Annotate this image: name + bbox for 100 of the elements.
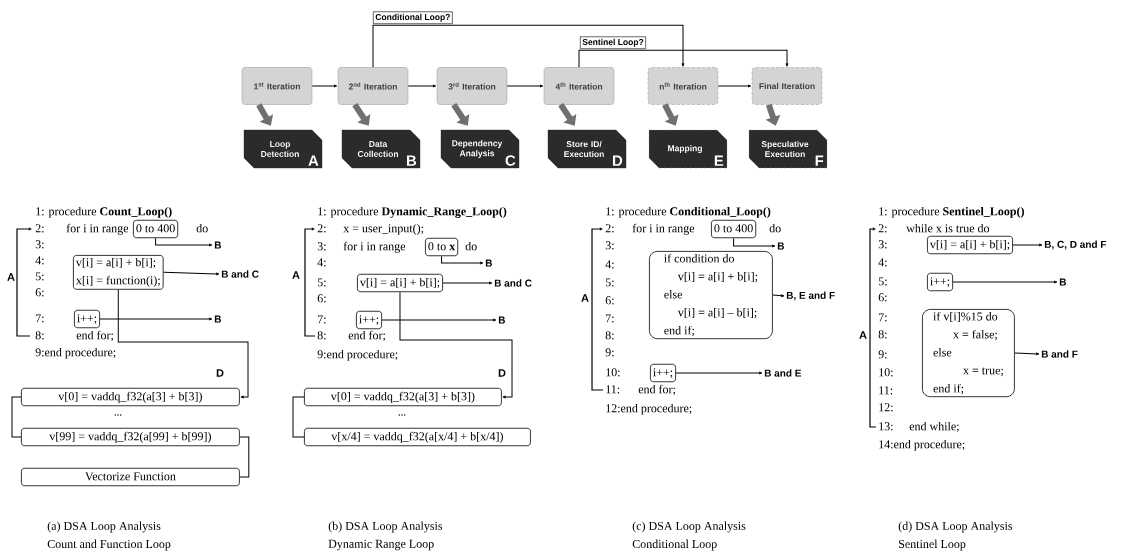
caption-line: Conditional Loop: [632, 539, 717, 551]
line-number: 13:: [879, 422, 893, 431]
line-number: 8:: [317, 331, 326, 340]
arrow: [772, 294, 785, 298]
line-number: 11:: [606, 385, 620, 394]
code-line: do: [465, 241, 477, 251]
line-number: 2:: [878, 224, 887, 233]
iteration-box: n$^{th}$ Iteration: [647, 67, 719, 105]
arrow: [117, 289, 249, 399]
line-number: 10:: [606, 368, 620, 377]
edge-label: D: [497, 368, 507, 378]
code-line: do: [196, 223, 208, 233]
stage-box: Mapping E: [648, 129, 728, 169]
line-number: 6:: [317, 294, 326, 303]
code-box: 0 to 400: [133, 219, 179, 239]
line-number: 2:: [317, 224, 326, 233]
code-line: 1: procedure Count_Loop(): [36, 206, 172, 218]
stage-box: Speculative Execution F: [748, 129, 828, 169]
iteration-box: 3$^{rd}$ Iteration: [436, 67, 508, 105]
line-number: 8:: [878, 330, 887, 339]
caption-line: (a) DSA Loop Analysis: [47, 521, 161, 533]
arrow: [99, 317, 213, 321]
line-number: 9:: [878, 350, 887, 359]
arrow: [662, 103, 679, 126]
code-line: end for;: [638, 384, 675, 396]
caption-line: (d) DSA Loop Analysis: [898, 521, 1013, 533]
line-number: 5:: [35, 272, 44, 281]
code-line: x = user_input();: [343, 223, 424, 235]
line-number: 7:: [879, 313, 887, 322]
code-box: v[i] = a[i] + b[i];: [927, 235, 1013, 255]
code-line: 9:end procedure;: [317, 349, 398, 361]
target-label: B: [214, 241, 221, 249]
line-number: 6:: [35, 288, 44, 297]
iteration-box: 1$^{st}$ Iteration: [241, 67, 313, 105]
stage-box: Dependency Analysis C: [440, 129, 520, 169]
target-label: B, C, D and F: [1044, 240, 1107, 250]
arrow: [155, 237, 213, 247]
line-number: 12:: [879, 403, 893, 412]
line-number: 2:: [605, 224, 614, 233]
target-label: B and F: [1041, 350, 1078, 358]
line-number: 2:: [35, 224, 44, 233]
code-box: 0 to 400: [711, 219, 757, 239]
code-box: v[i] = a[i] + b[i]; x[i] = function(i);: [73, 255, 164, 290]
arrow: [558, 103, 577, 126]
stage-box: Data Collection B: [341, 129, 421, 169]
code-line: for i in range: [632, 223, 695, 235]
line-number: 3:: [878, 240, 887, 249]
code-box: v[0] = vaddq_f32(a[3] + b[3]): [304, 387, 502, 407]
arrow: [442, 281, 493, 285]
arrow: [733, 237, 776, 248]
target-label: B: [214, 315, 221, 323]
line-number: 8:: [35, 331, 44, 340]
target-label: B, E and F: [786, 291, 835, 301]
caption-line: Dynamic Range Loop: [328, 539, 434, 551]
code-box: i++;: [650, 363, 676, 383]
line-number: 7:: [36, 314, 44, 323]
arrow: [441, 255, 484, 265]
line-number: 3:: [35, 240, 44, 249]
line-number: 4:: [878, 258, 887, 267]
stage-box: Loop Detection A: [243, 129, 323, 169]
code-line: do: [769, 223, 781, 233]
code-line: end for;: [348, 330, 385, 342]
caption-line: (b) DSA Loop Analysis: [328, 521, 443, 533]
bracket-label: A: [581, 294, 589, 302]
line-number: 7:: [318, 315, 326, 324]
line-number: 4:: [605, 260, 614, 269]
line-number: 3:: [605, 241, 614, 250]
code-box: Vectorize Function: [21, 467, 240, 487]
caption-line: Count and Function Loop: [47, 539, 171, 551]
line-number: 6:: [605, 296, 614, 305]
code-line: 1: procedure Sentinel_Loop(): [879, 206, 1024, 218]
target-label: B: [777, 242, 784, 250]
line-number: 5:: [878, 277, 887, 286]
arrow: [311, 84, 338, 88]
edge-label: D: [215, 368, 225, 378]
arrow: [381, 318, 497, 322]
line-number: 5:: [605, 278, 614, 287]
arrow: [256, 103, 274, 126]
line-number: 9:: [605, 348, 614, 357]
code-line: while x is true do: [906, 223, 990, 233]
code-box: i++;: [356, 310, 382, 330]
code-line: end for;: [76, 330, 113, 342]
line-number: 6:: [878, 293, 887, 302]
code-line: 14:end procedure;: [879, 439, 965, 451]
code-line: 1: procedure Dynamic_Range_Loop(): [318, 206, 507, 218]
code-box: v[i] = a[i] + b[i];: [357, 273, 443, 293]
edge-label: Sentinel Loop?: [580, 36, 646, 49]
code-line: for i in range: [66, 223, 129, 235]
arrow: [765, 103, 781, 126]
code-line: 12:end procedure;: [606, 403, 692, 415]
code-box: if condition do v[i] = a[i] + b[i]; else v[i] = a[i] – b[i]; end if;: [649, 251, 773, 340]
arrow: [352, 103, 371, 126]
arrow: [372, 24, 685, 68]
line-number: 4:: [35, 256, 44, 265]
target-label: B and C: [221, 270, 259, 278]
arrow: [407, 84, 437, 88]
target-label: B: [485, 259, 492, 267]
code-box: v[x/4] = vaddq_f32(a[x/4] + b[x/4]): [304, 427, 531, 447]
iteration-box: 4$^{th}$ Iteration: [543, 67, 615, 105]
line-number: 5:: [317, 278, 326, 287]
